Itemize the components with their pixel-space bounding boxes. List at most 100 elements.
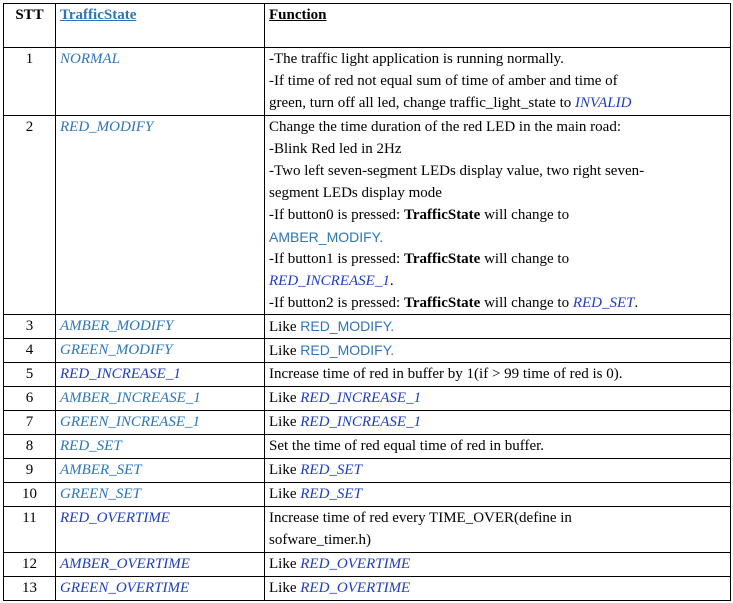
function-line: Change the time duration of the red LED … <box>269 119 621 135</box>
state-ref: RED_MODIFY. <box>300 318 395 334</box>
function-line: RED_INCREASE_1. <box>269 270 726 292</box>
stt-cell: 5 <box>3 362 56 387</box>
table-row: 5 RED_INCREASE_1 Increase time of red in… <box>3 362 731 387</box>
state-ref: RED_SET <box>572 295 635 311</box>
stt-cell: 11 <box>3 506 56 553</box>
function-line: Increase time of red every TIME_OVER(def… <box>269 510 572 526</box>
function-text: Like <box>269 390 301 406</box>
state-cell: RED_SET <box>55 434 265 459</box>
function-cell: Increase time of red every TIME_OVER(def… <box>264 506 731 553</box>
function-text: Like <box>269 414 301 430</box>
function-text: will change to <box>480 251 570 267</box>
function-cell: Like RED_INCREASE_1 <box>264 386 731 411</box>
table-row: 1 NORMAL -The traffic light application … <box>3 47 731 116</box>
function-cell: Like RED_SET <box>264 482 731 507</box>
function-cell: Like RED_MODIFY. <box>264 314 731 339</box>
stt-cell: 4 <box>3 338 56 363</box>
state-cell: GREEN_OVERTIME <box>55 576 265 601</box>
function-cell: Like RED_OVERTIME <box>264 552 731 577</box>
state-cell: NORMAL <box>55 47 265 116</box>
state-cell: AMBER_OVERTIME <box>55 552 265 577</box>
function-text: Like <box>269 319 301 335</box>
traffic-state-table: STT TrafficState Function 1 NORMAL -The … <box>3 3 731 601</box>
function-line: -Two left seven-segment LEDs display val… <box>269 163 645 179</box>
function-cell: Like RED_OVERTIME <box>264 576 731 601</box>
state-ref: RED_OVERTIME <box>300 556 411 572</box>
function-text: Like <box>269 486 301 502</box>
function-cell: Like RED_INCREASE_1 <box>264 410 731 435</box>
table-row: 8 RED_SET Set the time of red equal time… <box>3 434 731 459</box>
state-ref: RED_INCREASE_1 <box>300 390 422 406</box>
stt-cell: 6 <box>3 386 56 411</box>
function-line: -The traffic light application is runnin… <box>269 51 564 67</box>
function-cell: -The traffic light application is runnin… <box>264 47 731 116</box>
state-cell: GREEN_SET <box>55 482 265 507</box>
function-line: -If button2 is pressed: TrafficState wil… <box>269 292 726 314</box>
function-line: segment LEDs display mode <box>269 185 442 201</box>
function-line: -If time of red not equal sum of time of… <box>269 73 618 89</box>
function-text: green, turn off all led, change traffic_… <box>269 95 576 111</box>
function-text: will change to <box>480 295 573 311</box>
function-line: green, turn off all led, change traffic_… <box>269 92 726 114</box>
function-line: AMBER_MODIFY. <box>269 229 384 245</box>
header-row: STT TrafficState Function <box>3 3 731 48</box>
stt-cell: 10 <box>3 482 56 507</box>
function-text: Like <box>269 462 301 478</box>
table-row: 6 AMBER_INCREASE_1 Like RED_INCREASE_1 <box>3 386 731 411</box>
state-cell: GREEN_INCREASE_1 <box>55 410 265 435</box>
state-ref: RED_INCREASE_1 <box>300 414 422 430</box>
function-text: Like <box>269 580 301 596</box>
stt-cell: 12 <box>3 552 56 577</box>
stt-cell: 2 <box>3 115 56 315</box>
function-cell: Increase time of red in buffer by 1(if >… <box>264 362 731 387</box>
stt-cell: 8 <box>3 434 56 459</box>
function-text: -If button0 is pressed: <box>269 207 404 223</box>
function-cell: Like RED_SET <box>264 458 731 483</box>
state-keyword: TrafficState <box>403 295 481 311</box>
function-text: will change to <box>480 207 570 223</box>
table-row: 11 RED_OVERTIME Increase time of red eve… <box>3 506 731 553</box>
stt-cell: 3 <box>3 314 56 339</box>
header-state: TrafficState <box>55 3 265 48</box>
table-row: 13 GREEN_OVERTIME Like RED_OVERTIME <box>3 576 731 601</box>
function-line: sofware_timer.h) <box>269 532 372 548</box>
header-function: Function <box>264 3 731 48</box>
state-cell: RED_OVERTIME <box>55 506 265 553</box>
function-text: Like <box>269 343 301 359</box>
state-ref: RED_OVERTIME <box>300 580 411 596</box>
stt-cell: 7 <box>3 410 56 435</box>
table-row: 2 RED_MODIFY Change the time duration of… <box>3 115 731 315</box>
state-cell: RED_INCREASE_1 <box>55 362 265 387</box>
table-row: 3 AMBER_MODIFY Like RED_MODIFY. <box>3 314 731 339</box>
function-cell: Change the time duration of the red LED … <box>264 115 731 315</box>
stt-cell: 1 <box>3 47 56 116</box>
function-text: -If button1 is pressed: <box>269 251 404 267</box>
state-ref: INVALID <box>575 95 632 111</box>
function-cell: Like RED_MODIFY. <box>264 338 731 363</box>
table-row: 4 GREEN_MODIFY Like RED_MODIFY. <box>3 338 731 363</box>
function-text: -If button2 is pressed: <box>269 295 404 311</box>
state-keyword: TrafficState <box>403 251 481 267</box>
function-text: . <box>389 273 394 289</box>
state-cell: AMBER_INCREASE_1 <box>55 386 265 411</box>
state-ref: RED_SET <box>300 486 362 502</box>
table-row: 12 AMBER_OVERTIME Like RED_OVERTIME <box>3 552 731 577</box>
state-cell: AMBER_MODIFY <box>55 314 265 339</box>
stt-cell: 13 <box>3 576 56 601</box>
state-ref: RED_INCREASE_1 <box>269 273 390 289</box>
function-text: Like <box>269 556 301 572</box>
state-cell: GREEN_MODIFY <box>55 338 265 363</box>
state-cell: RED_MODIFY <box>55 115 265 315</box>
function-line: -If button1 is pressed: TrafficState wil… <box>269 248 726 270</box>
table-row: 10 GREEN_SET Like RED_SET <box>3 482 731 507</box>
function-line: -If button0 is pressed: TrafficState wil… <box>269 204 726 226</box>
state-cell: AMBER_SET <box>55 458 265 483</box>
function-text: . <box>634 295 639 311</box>
table-row: 9 AMBER_SET Like RED_SET <box>3 458 731 483</box>
header-stt: STT <box>3 3 56 48</box>
stt-cell: 9 <box>3 458 56 483</box>
state-ref: RED_MODIFY. <box>300 342 395 358</box>
state-ref: RED_SET <box>300 462 362 478</box>
function-cell: Set the time of red equal time of red in… <box>264 434 731 459</box>
table-row: 7 GREEN_INCREASE_1 Like RED_INCREASE_1 <box>3 410 731 435</box>
